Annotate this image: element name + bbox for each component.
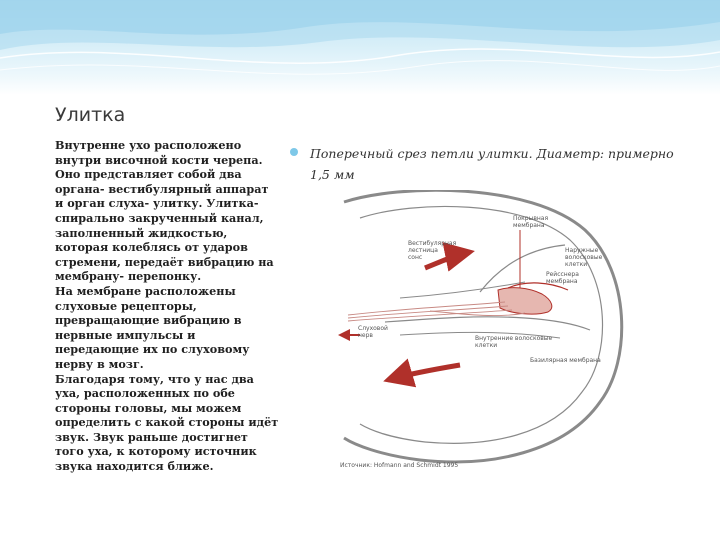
nerve-fibers [347, 301, 526, 322]
wave-decoration [0, 0, 720, 75]
reissner-membrane [479, 244, 566, 293]
cochlea-cross-section-diagram: Покрывная мембрана Вестибулярная лестниц… [330, 188, 630, 480]
label-basilar: Базилярная мембрана [530, 357, 601, 364]
wave-arrow-down [383, 358, 461, 388]
label-inner-hair-cells: Внутренние волосковые клетки [475, 335, 554, 349]
outer-wall [343, 188, 624, 464]
tectorial-membrane [507, 282, 569, 291]
label-nerve: Слуховой нерв [358, 325, 390, 339]
label-scala-vestibuli: Вестибулярная лестница сонс [408, 240, 458, 261]
bullet-icon [290, 148, 298, 156]
label-tectorial: Покрывная мембрана [513, 215, 550, 229]
scala-tympani-roof [399, 331, 561, 339]
inner-wall [359, 205, 604, 444]
label-outer-hair-cells: Наружные волосковые клетки [565, 247, 604, 268]
upper-membrane [399, 281, 526, 299]
slide-title: Улитка [55, 104, 126, 126]
image-source: Источник: Hofmann and Schmidt 1995 [340, 462, 458, 469]
body-paragraph: Благодаря тому, что у нас два уха, распо… [55, 371, 279, 474]
label-reissner: Рейсснера мембрана [546, 271, 581, 285]
basilar-membrane [384, 316, 591, 331]
body-paragraph: На мембране расположены слуховые рецепто… [55, 283, 250, 371]
wave-arrow-up [424, 242, 475, 272]
body-text: Внутренне ухо расположено внутри височно… [55, 138, 280, 474]
image-caption: Поперечный срез петли улитки. Диаметр: п… [310, 146, 674, 182]
header-decoration [0, 0, 720, 95]
body-paragraph: Внутренне ухо расположено внутри височно… [55, 138, 274, 284]
